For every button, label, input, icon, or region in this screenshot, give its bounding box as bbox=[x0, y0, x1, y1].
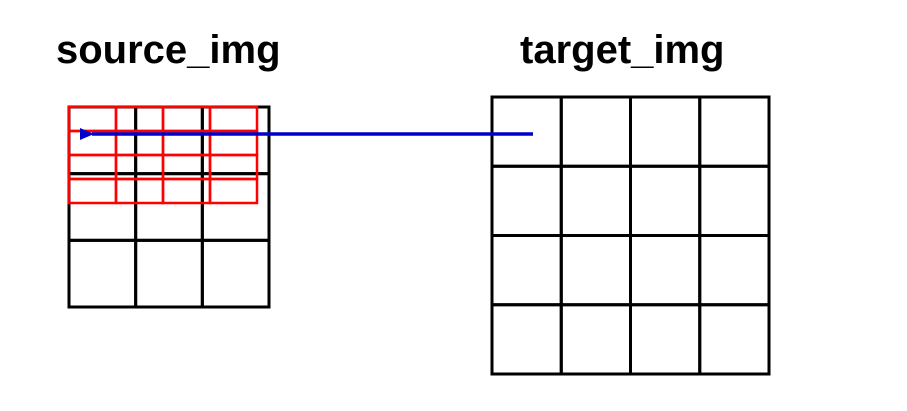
sampling-cell-r3-c3 bbox=[208, 177, 259, 205]
sampling-grid-overlay bbox=[67, 105, 259, 205]
source-cell-r2-c1 bbox=[134, 238, 204, 309]
target-cell-r3-c1 bbox=[559, 303, 632, 376]
source-cell-r2-c0 bbox=[67, 238, 138, 309]
target-image-grid bbox=[490, 95, 771, 376]
target-cell-r0-c1 bbox=[559, 95, 632, 168]
source-cell-r1-c0 bbox=[67, 172, 138, 242]
target-title: target_img bbox=[520, 28, 725, 72]
sampling-cell-r2-c3 bbox=[208, 153, 259, 181]
target-cell-r0-c0 bbox=[490, 95, 563, 168]
target-cell-r0-c2 bbox=[629, 95, 702, 168]
target-cell-r2-c3 bbox=[698, 234, 771, 307]
target-cell-r3-c3 bbox=[698, 303, 771, 376]
sampling-cell-r0-c3 bbox=[208, 105, 259, 133]
sampling-cell-r3-c1 bbox=[114, 177, 165, 205]
source-cell-r0-c0 bbox=[67, 105, 138, 176]
target-cell-r0-c3 bbox=[698, 95, 771, 168]
sampling-cell-r2-c0 bbox=[67, 153, 118, 181]
target-cell-r2-c0 bbox=[490, 234, 563, 307]
sampling-cell-r0-c1 bbox=[114, 105, 165, 133]
target-cell-r3-c0 bbox=[490, 303, 563, 376]
sampling-cell-r2-c1 bbox=[114, 153, 165, 181]
target-cell-r1-c1 bbox=[559, 164, 632, 237]
target-cell-r1-c2 bbox=[629, 164, 702, 237]
source-cell-r1-c1 bbox=[134, 172, 204, 242]
source-title: source_img bbox=[56, 28, 281, 72]
target-cell-r2-c2 bbox=[629, 234, 702, 307]
source-cell-r0-c2 bbox=[200, 105, 271, 176]
source-cell-r0-c1 bbox=[134, 105, 204, 176]
target-cell-r1-c3 bbox=[698, 164, 771, 237]
sampling-cell-r3-c0 bbox=[67, 177, 118, 205]
source-image-grid bbox=[67, 105, 271, 309]
target-cell-r1-c0 bbox=[490, 164, 563, 237]
source-cell-r2-c2 bbox=[200, 238, 271, 309]
sampling-cell-r0-c0 bbox=[67, 105, 118, 133]
target-cell-r2-c1 bbox=[559, 234, 632, 307]
target-cell-r3-c2 bbox=[629, 303, 702, 376]
source-cell-r1-c2 bbox=[200, 172, 271, 242]
